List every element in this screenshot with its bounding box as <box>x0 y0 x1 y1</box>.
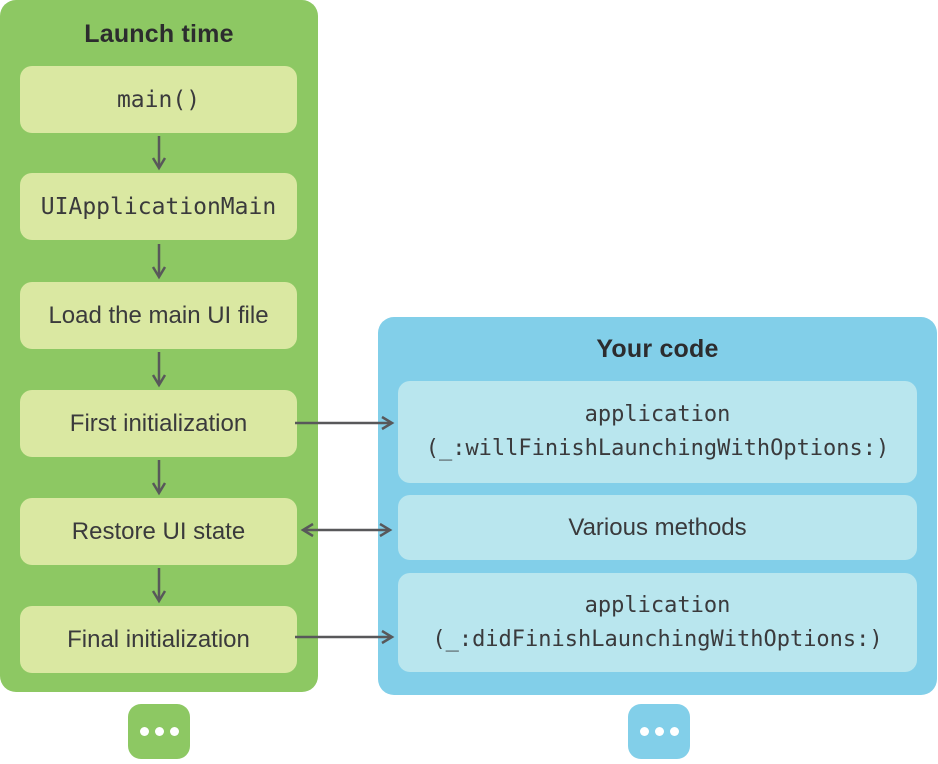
flow-step-restore-ui-state: Restore UI state <box>20 498 297 565</box>
launch-panel-title: Launch time <box>84 20 234 48</box>
code-box-willfinishlaunching: application (_:willFinishLaunchingWithOp… <box>398 381 917 483</box>
code-line: application <box>584 592 731 618</box>
your-code-more-badge <box>628 704 690 759</box>
ellipsis-icon <box>639 727 679 736</box>
flow-step-final-initialization: Final initialization <box>20 606 297 673</box>
launch-time-panel: Launch time main() UIApplicationMain Loa… <box>0 0 318 692</box>
flow-step-first-initialization: First initialization <box>20 390 297 457</box>
code-line: (_:didFinishLaunchingWithOptions:) <box>432 626 883 652</box>
code-line: application <box>584 402 731 427</box>
your-code-panel-title: Your code <box>596 335 719 363</box>
flow-step-uiapplicationmain: UIApplicationMain <box>20 173 297 240</box>
your-code-panel: Your code application (_:willFinishLaunc… <box>378 317 937 695</box>
code-line: (_:willFinishLaunchingWithOptions:) <box>425 436 890 461</box>
flow-step-main: main() <box>20 66 297 133</box>
flow-step-load-ui-file: Load the main UI file <box>20 282 297 349</box>
code-box-didfinishlaunching: application (_:didFinishLaunchingWithOpt… <box>398 573 917 672</box>
code-box-various-methods: Various methods <box>398 495 917 560</box>
launch-more-badge <box>128 704 190 759</box>
ellipsis-icon <box>139 727 179 736</box>
